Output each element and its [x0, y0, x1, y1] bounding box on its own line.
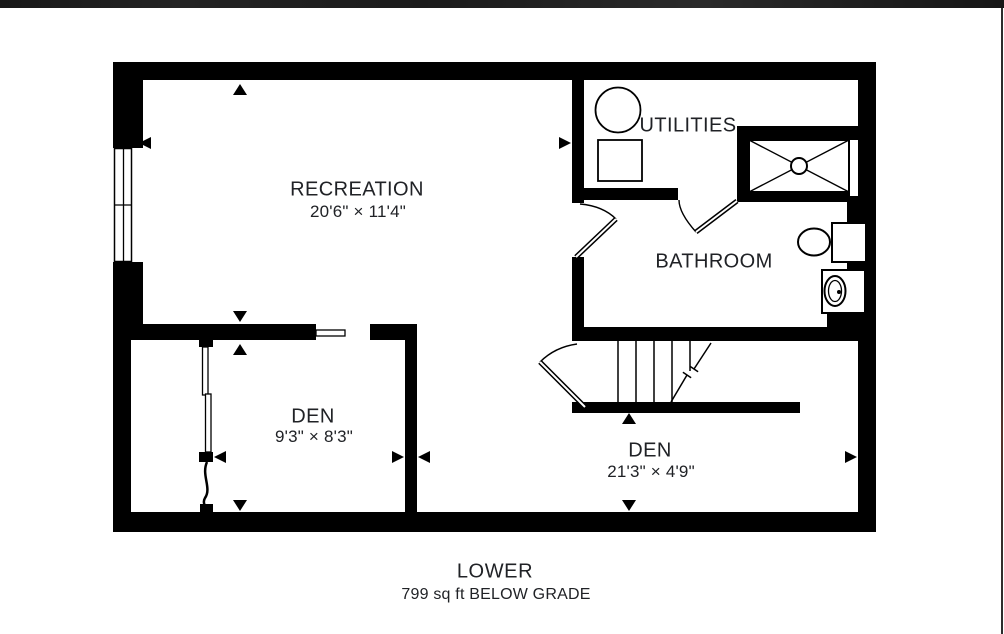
wall-den-right [405, 324, 417, 512]
wall-stairs-bottom [572, 402, 800, 413]
arrow-up-icon [622, 413, 636, 424]
doors [538, 199, 739, 409]
wall-shower-left [737, 126, 749, 202]
wall-den-top [131, 324, 316, 340]
room-dims-den-upper: 9'3" × 8'3" [275, 427, 353, 446]
wall-left-lower [113, 340, 131, 512]
door-arc-recreation-bathroom [579, 203, 617, 220]
arrow-down-icon [233, 311, 247, 322]
window-right-edge [1001, 8, 1003, 634]
stair-break-line-lower [670, 374, 688, 403]
plan-title: LOWER [456, 560, 534, 583]
sliding-door-top-stub [199, 340, 213, 347]
walls [113, 62, 876, 532]
room-dims-recreation: 20'6" × 11'4" [309, 202, 407, 221]
arrow-up-icon [233, 344, 247, 355]
sliding-door-bottom-bracket [200, 504, 213, 513]
room-label-den-lower: DEN [628, 439, 672, 462]
sink [821, 269, 866, 314]
wall-bottom [113, 512, 876, 532]
door-leaf-inner-3 [539, 361, 586, 408]
sliding-door-panel-2 [204, 393, 212, 453]
wall-sink-stub [827, 313, 847, 341]
plan-area-note: 799 sq ft BELOW GRADE [401, 586, 591, 603]
stair-break-tick-1 [689, 365, 699, 373]
arrow-left-icon [418, 451, 430, 463]
window-top-edge [0, 0, 1004, 8]
utilities-fixtures [594, 86, 643, 182]
wall-shower-bottom [737, 192, 850, 202]
room-dims-den-lower: 21'3" × 4'9" [607, 462, 695, 481]
wall-mid-upper [572, 80, 584, 203]
sliding-door-panel-1 [201, 346, 209, 396]
toilet [797, 222, 867, 263]
stair-break-line-upper [693, 342, 712, 370]
room-label-bathroom: BATHROOM [655, 250, 773, 273]
furnace-icon [597, 139, 643, 182]
arrow-right-icon [845, 451, 857, 463]
wall-mid-lower [572, 257, 584, 341]
pocket-door-panel [315, 329, 346, 337]
water-heater-icon [594, 86, 642, 134]
measurement-arrows [139, 84, 857, 511]
arrow-right-icon [559, 137, 571, 149]
wall-right [858, 62, 876, 512]
wall-bathroom-bottom [572, 327, 876, 341]
wall-shower-header [737, 126, 876, 140]
sink-basin-inner [827, 279, 843, 303]
stair-break-tick-2 [682, 371, 692, 379]
wall-top [113, 62, 876, 80]
sink-drain-dot [837, 290, 841, 294]
wall-bathroom-pilaster [847, 196, 858, 341]
window [113, 147, 133, 263]
arrow-down-icon [233, 500, 247, 511]
door-leaf-inner-1 [575, 218, 617, 258]
stairs [617, 341, 712, 403]
arrow-up-icon [233, 84, 247, 95]
arrow-right-icon [392, 451, 404, 463]
sliding-door [199, 340, 213, 513]
room-label-recreation: RECREATION [290, 178, 424, 201]
door-arc-utilities-bathroom [678, 199, 697, 233]
shower [748, 139, 850, 193]
shower-drain-icon [790, 157, 808, 175]
arrow-down-icon [622, 500, 636, 511]
wall-left-upper [113, 62, 143, 148]
room-label-den-upper: DEN [291, 405, 335, 428]
door-arc-stairs [539, 343, 578, 363]
arrow-left-icon [139, 137, 151, 149]
arrow-left-icon [214, 451, 226, 463]
sliding-door-bracket [199, 452, 213, 462]
door-leaf-inner-2 [695, 200, 738, 233]
toilet-tank-icon [831, 222, 867, 263]
wall-utilities-bottom [572, 188, 678, 200]
room-label-utilities: UTILITIES [639, 114, 737, 137]
toilet-bowl-icon [797, 227, 831, 257]
